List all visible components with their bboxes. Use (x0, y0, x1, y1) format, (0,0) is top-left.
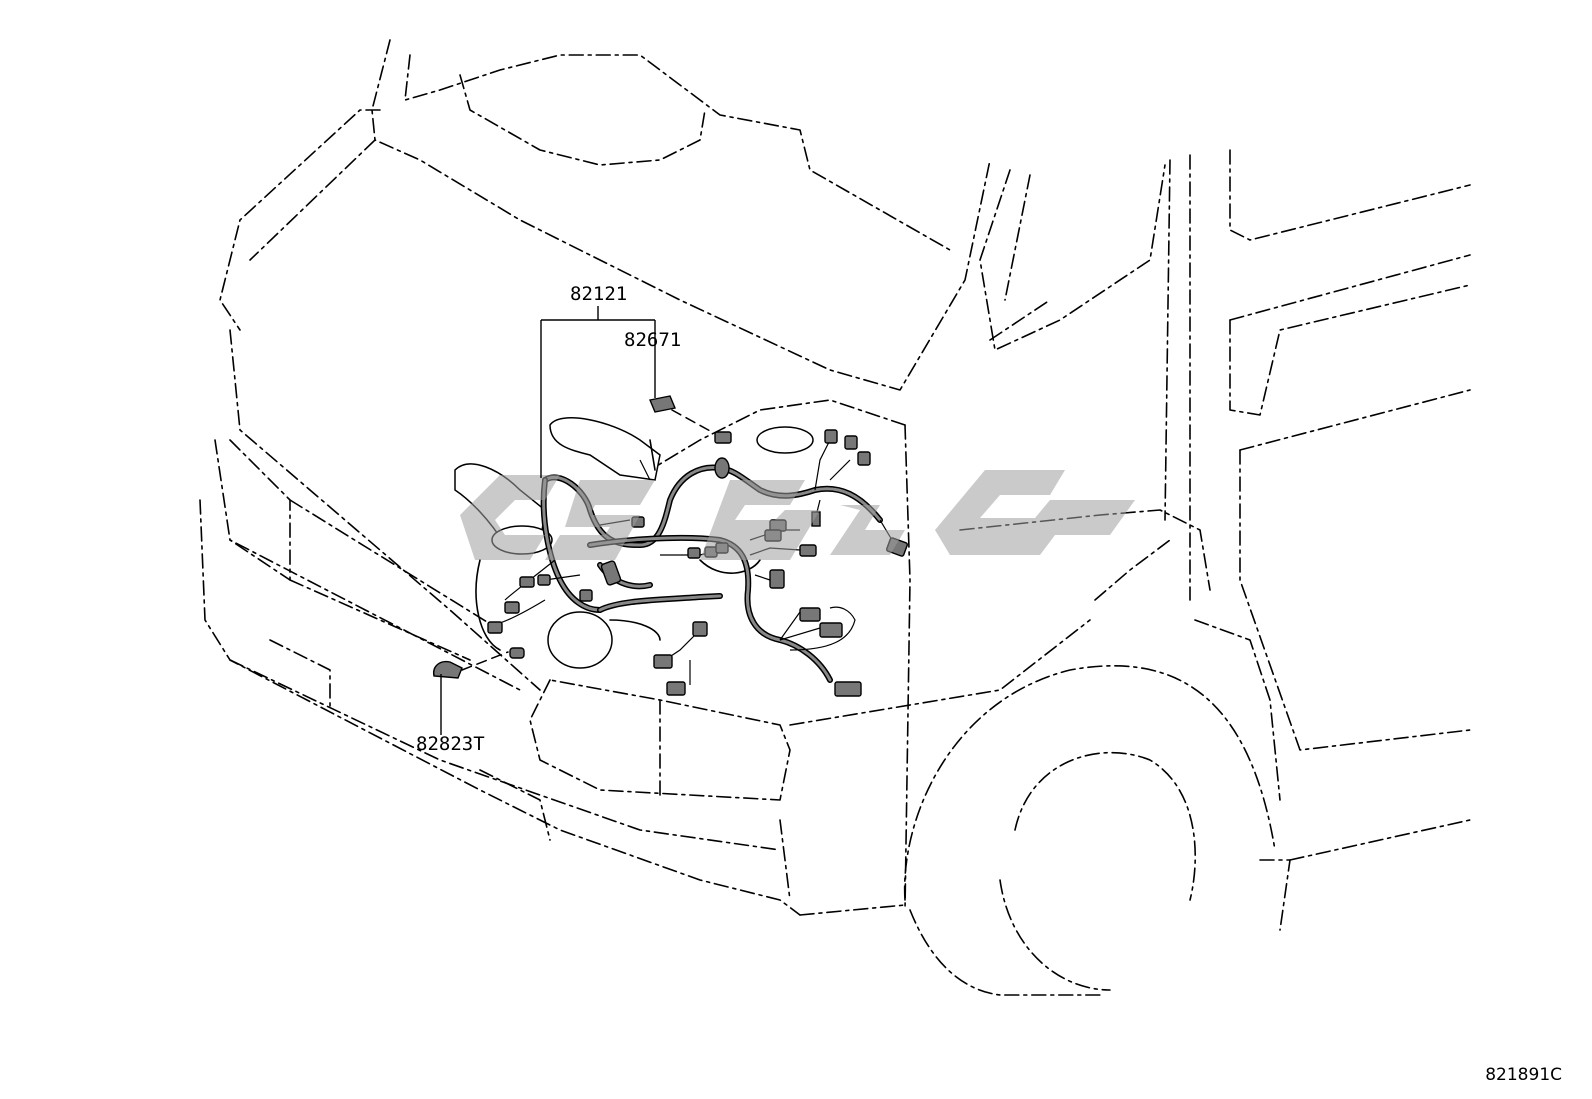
vehicle-body-outline (199, 39, 1471, 996)
callout-82121: 82121 (570, 283, 627, 305)
callout-leaders (440, 306, 656, 735)
callout-82671: 82671 (624, 329, 681, 351)
reference-code: 821891C (1485, 1065, 1562, 1085)
part-82671-clip (649, 395, 713, 433)
callout-82823t: 82823T (416, 733, 485, 755)
wiring-harness (487, 429, 908, 697)
part-82823t-bracket (433, 651, 509, 679)
watermark-logo (460, 470, 1135, 560)
